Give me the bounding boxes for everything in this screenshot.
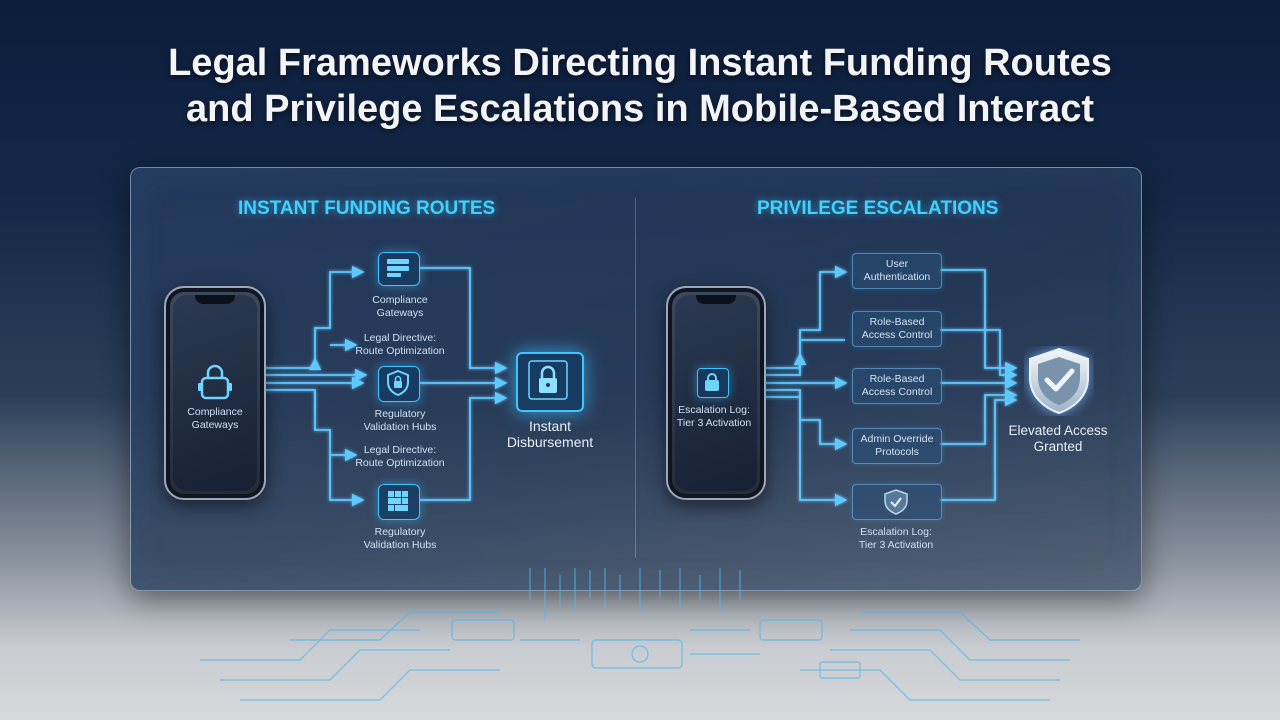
shield-lock-icon bbox=[387, 370, 409, 396]
wire-right-11 bbox=[940, 393, 1018, 501]
padlock-icon bbox=[705, 373, 719, 391]
left-section-heading: INSTANT FUNDING ROUTES bbox=[238, 198, 496, 219]
title-line-1: Legal Frameworks Directing Instant Fundi… bbox=[168, 42, 1112, 84]
title-line-2: and Privilege Escalations in Mobile-Base… bbox=[185, 88, 1095, 130]
wire-right-5 bbox=[748, 396, 848, 507]
server-stack-icon bbox=[387, 259, 409, 277]
wire-right-10 bbox=[940, 388, 1018, 445]
wire-right-1 bbox=[748, 265, 848, 369]
shield-icon bbox=[884, 489, 908, 515]
vault-lock-icon bbox=[528, 360, 568, 400]
wire-left-11 bbox=[420, 391, 508, 501]
section-divider bbox=[635, 198, 636, 558]
wire-left-1 bbox=[245, 265, 365, 369]
left-node-4-label: Legal Directive:Route Optimization bbox=[355, 444, 445, 469]
left-node-2-label: Legal Directive:Route Optimization bbox=[355, 332, 445, 357]
padlock-icon bbox=[198, 364, 232, 400]
left-phone bbox=[164, 286, 266, 500]
wire-right-8 bbox=[940, 329, 1018, 382]
page-title: Legal Frameworks Directing Instant Fundi… bbox=[0, 40, 1280, 132]
wire-left-9 bbox=[420, 267, 508, 375]
diagram-panel bbox=[130, 167, 1142, 591]
wire-left-4 bbox=[245, 389, 365, 507]
right-section-heading: PRIVILEGE ESCALATIONS bbox=[757, 198, 999, 219]
wire-right-4 bbox=[748, 389, 848, 451]
right-node-5-label: Escalation Log:Tier 3 Activation bbox=[858, 526, 934, 551]
shield-check-icon bbox=[1029, 347, 1089, 415]
right-phone-label: Escalation Log:Tier 3 Activation bbox=[676, 404, 752, 429]
grid-blocks-icon bbox=[388, 491, 408, 511]
